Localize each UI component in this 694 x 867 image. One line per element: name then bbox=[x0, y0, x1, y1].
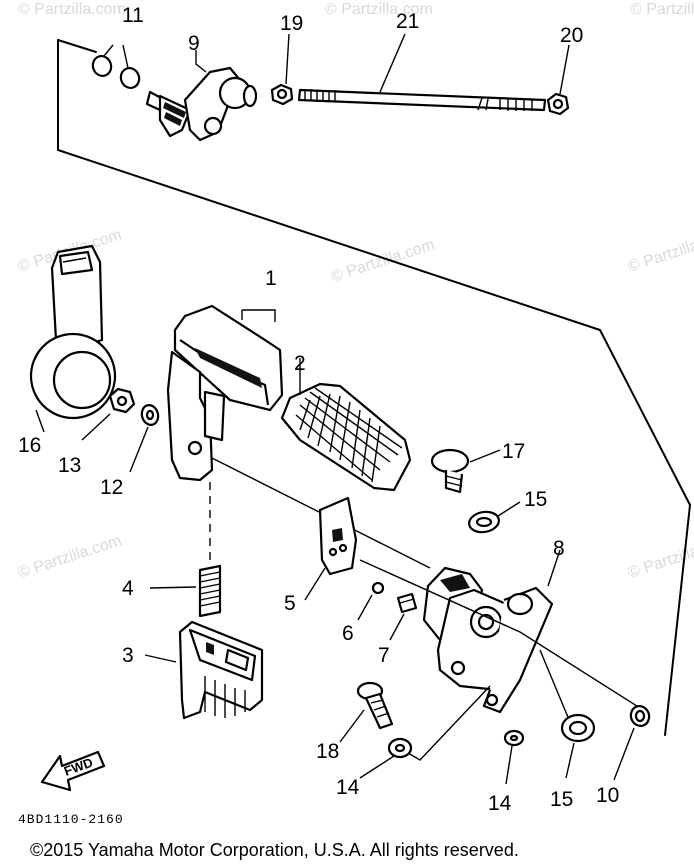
watermark: © Partzilla.com bbox=[630, 1, 694, 18]
callout-5: 5 bbox=[284, 592, 296, 615]
part-9-lever-assembly bbox=[145, 50, 258, 142]
callout-labels: 11 9 19 21 20 1 2 16 13 12 17 15 8 4 5 6… bbox=[18, 4, 619, 815]
callout-15-lower: 15 bbox=[550, 788, 573, 811]
callout-6: 6 bbox=[342, 622, 354, 645]
callout-16: 16 bbox=[18, 434, 41, 457]
callout-2: 2 bbox=[294, 352, 306, 375]
part-14-washer-right bbox=[503, 729, 525, 785]
callout-4: 4 bbox=[122, 577, 134, 600]
callout-8: 8 bbox=[553, 537, 565, 560]
part-12-washer bbox=[129, 404, 160, 473]
callout-19: 19 bbox=[280, 12, 303, 35]
base-plate-outline bbox=[57, 39, 691, 736]
watermark: © Partzilla.com bbox=[329, 236, 437, 285]
watermark: © Partzilla.com bbox=[16, 532, 124, 581]
callout-17: 17 bbox=[502, 440, 525, 463]
part-2-pad bbox=[280, 358, 412, 492]
fwd-arrow-icon: FWD bbox=[40, 750, 106, 792]
callout-15-upper: 15 bbox=[524, 488, 547, 511]
part-15-washer-upper bbox=[468, 501, 521, 534]
callout-3: 3 bbox=[122, 644, 134, 667]
callout-21: 21 bbox=[396, 10, 419, 33]
part-15-washer-lower bbox=[560, 713, 596, 779]
watermark: © Partzilla.com bbox=[325, 1, 433, 18]
watermark: © Partzilla.com bbox=[18, 1, 126, 18]
part-1-housing bbox=[166, 304, 284, 482]
part-20-nut bbox=[546, 44, 570, 116]
pivot-axis-line bbox=[359, 559, 641, 709]
callout-9: 9 bbox=[188, 32, 200, 55]
part-7-screw bbox=[389, 592, 418, 641]
copyright-notice: ©2015 Yamaha Motor Corporation, U.S.A. A… bbox=[30, 840, 519, 860]
leader-to-part-15-lower bbox=[539, 649, 571, 723]
part-5-plate bbox=[304, 496, 358, 601]
part-11-o-rings bbox=[91, 44, 141, 89]
drawing-code: 4BD1110-2160 bbox=[18, 812, 124, 827]
part-21-rod bbox=[297, 33, 547, 112]
callout-1: 1 bbox=[265, 267, 277, 290]
part-17-bolt bbox=[430, 448, 501, 494]
callout-14-left: 14 bbox=[336, 776, 360, 799]
callout-10: 10 bbox=[596, 784, 619, 807]
part-18-bolt bbox=[339, 681, 394, 743]
callout-13: 13 bbox=[58, 454, 81, 477]
part-19-nut bbox=[270, 33, 294, 106]
callout-12: 12 bbox=[100, 476, 123, 499]
part-10-washer bbox=[613, 705, 651, 781]
part-4-spring bbox=[149, 564, 222, 618]
part-16-grip-ring bbox=[29, 244, 117, 433]
callout-7: 7 bbox=[378, 644, 390, 667]
watermark: © Partzilla.com bbox=[626, 226, 694, 275]
callout-18: 18 bbox=[316, 740, 339, 763]
callout-20: 20 bbox=[560, 24, 583, 47]
callout-14-right: 14 bbox=[488, 792, 512, 815]
part-3-bracket bbox=[144, 620, 264, 720]
part-13-nut bbox=[81, 387, 136, 441]
part-14-washer-left bbox=[359, 737, 413, 779]
part-8-pivot-assembly bbox=[422, 549, 561, 714]
part-6-ball bbox=[357, 581, 385, 621]
callout-11: 11 bbox=[122, 4, 144, 27]
